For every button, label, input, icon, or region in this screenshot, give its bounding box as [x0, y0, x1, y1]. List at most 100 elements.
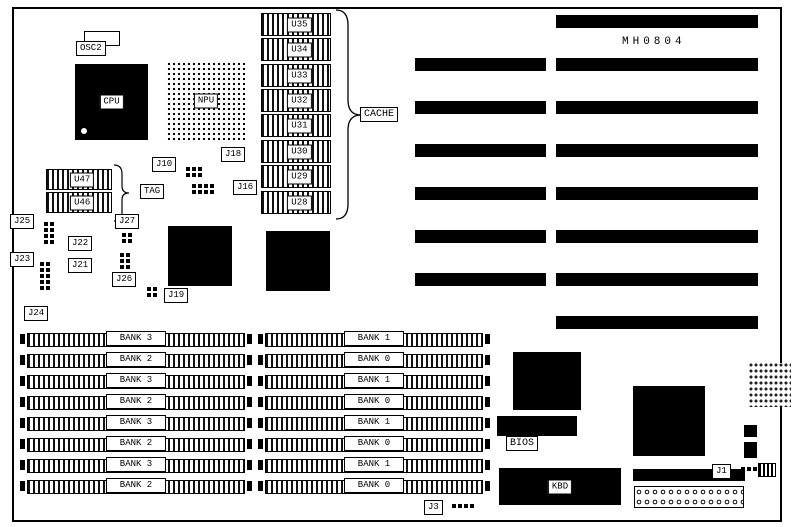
- j19-label: J19: [164, 288, 189, 303]
- simm-socket: BANK 3: [20, 457, 252, 475]
- isa-slot-long-6: [556, 230, 758, 243]
- u47-label: U47: [70, 172, 95, 187]
- simm-socket: BANK 2: [20, 394, 252, 412]
- bank-label: BANK 0: [344, 478, 404, 493]
- u46-label: U46: [70, 195, 95, 210]
- j10-label: J10: [152, 157, 177, 172]
- simm-socket: BANK 1: [258, 457, 490, 475]
- bank-label: BANK 0: [344, 394, 404, 409]
- bios-label: BIOS: [506, 436, 539, 451]
- port-connector-2: [744, 442, 757, 458]
- isa-slot-long-5: [556, 187, 758, 200]
- bank-label: BANK 0: [344, 436, 404, 451]
- j1-label: J1: [712, 464, 731, 479]
- bank-label: BANK 1: [344, 415, 404, 430]
- u29-label: U29: [287, 169, 312, 184]
- power-connector-pad: [749, 363, 791, 407]
- keyboard-controller-chip: KBD: [499, 468, 621, 505]
- pin-header-connector: [634, 486, 744, 508]
- chip-u29: U29: [261, 165, 331, 188]
- bank-label: BANK 2: [106, 478, 166, 493]
- j18-label: J18: [221, 147, 246, 162]
- j22-label: J22: [68, 236, 93, 251]
- jumper-pins-j16: [192, 184, 214, 194]
- simm-socket: BANK 2: [20, 478, 252, 496]
- simm-socket: BANK 0: [258, 478, 490, 496]
- u35-label: U35: [287, 17, 312, 32]
- simm-socket: BANK 0: [258, 394, 490, 412]
- bank-label: BANK 1: [344, 331, 404, 346]
- u34-label: U34: [287, 42, 312, 57]
- u30-label: U30: [287, 144, 312, 159]
- chipset-chip-2: [266, 231, 330, 291]
- isa-slot-short-4: [415, 187, 546, 200]
- cpu-pin1-dot: [81, 128, 87, 134]
- isa-slot-long-1: [556, 15, 758, 28]
- j25-label: J25: [10, 214, 35, 229]
- jumper-pins-j10: [186, 167, 202, 177]
- j21-label: J21: [68, 258, 93, 273]
- port-connector-1: [744, 425, 757, 437]
- jumper-pins-j26: [120, 253, 130, 269]
- isa-slot-short-3: [415, 144, 546, 157]
- bank-label: BANK 3: [106, 331, 166, 346]
- npu-label: NPU: [193, 93, 219, 109]
- board-model: MH0804: [622, 36, 686, 48]
- isa-slot-long-3: [556, 101, 758, 114]
- isa-slot-long-7: [556, 273, 758, 286]
- npu-socket: NPU: [167, 62, 245, 140]
- j24-label: J24: [24, 306, 49, 321]
- jumper-pins-j3: [452, 504, 474, 508]
- isa-slot-short-1: [415, 58, 546, 71]
- bank-label: BANK 1: [344, 373, 404, 388]
- bank-label: BANK 3: [106, 415, 166, 430]
- simm-socket: BANK 3: [20, 373, 252, 391]
- u28-label: U28: [287, 195, 312, 210]
- simm-socket: BANK 2: [20, 436, 252, 454]
- chip-u32: U32: [261, 89, 331, 112]
- simm-socket: BANK 3: [20, 415, 252, 433]
- cpu-chip: CPU: [75, 64, 148, 140]
- jumper-pins-j1: [741, 467, 757, 471]
- osc2-label: OSC2: [76, 41, 106, 56]
- chip-u46: U46: [46, 192, 112, 213]
- simm-socket: BANK 1: [258, 373, 490, 391]
- io-controller-chip: [633, 386, 705, 456]
- j3-label: J3: [424, 500, 443, 515]
- chip-u33: U33: [261, 64, 331, 87]
- j16-label: J16: [233, 180, 258, 195]
- tag-label: TAG: [140, 184, 165, 199]
- chip-u35: U35: [261, 13, 331, 36]
- cpu-label: CPU: [99, 94, 124, 110]
- u31-label: U31: [287, 118, 312, 133]
- chip-u31: U31: [261, 114, 331, 137]
- simm-socket: BANK 1: [258, 415, 490, 433]
- bank-label: BANK 3: [106, 373, 166, 388]
- jumper-pins-j23-j21-j24: [40, 262, 50, 290]
- chip-u34: U34: [261, 38, 331, 61]
- jumper-pins-j19: [147, 287, 157, 297]
- j26-label: J26: [112, 272, 137, 287]
- isa-slot-short-5: [415, 230, 546, 243]
- bank-label: BANK 3: [106, 457, 166, 472]
- isa-slot-short-2: [415, 101, 546, 114]
- bank-label: BANK 2: [106, 352, 166, 367]
- simm-socket: BANK 1: [258, 331, 490, 349]
- cache-brace: [335, 9, 362, 220]
- bios-chip: [497, 416, 577, 436]
- jumper-pins-j25-j22: [44, 222, 54, 244]
- simm-socket: BANK 3: [20, 331, 252, 349]
- simm-socket: BANK 0: [258, 436, 490, 454]
- kbd-label: KBD: [547, 479, 573, 494]
- support-chip: [513, 352, 581, 410]
- isa-slot-short-6: [415, 273, 546, 286]
- chip-u28: U28: [261, 191, 331, 214]
- j23-label: J23: [10, 252, 35, 267]
- chip-u30: U30: [261, 140, 331, 163]
- isa-slot-long-2: [556, 58, 758, 71]
- chip-u47: U47: [46, 169, 112, 190]
- bank-label: BANK 2: [106, 394, 166, 409]
- j27-label: J27: [115, 214, 140, 229]
- jumper-pins-j27: [122, 233, 132, 243]
